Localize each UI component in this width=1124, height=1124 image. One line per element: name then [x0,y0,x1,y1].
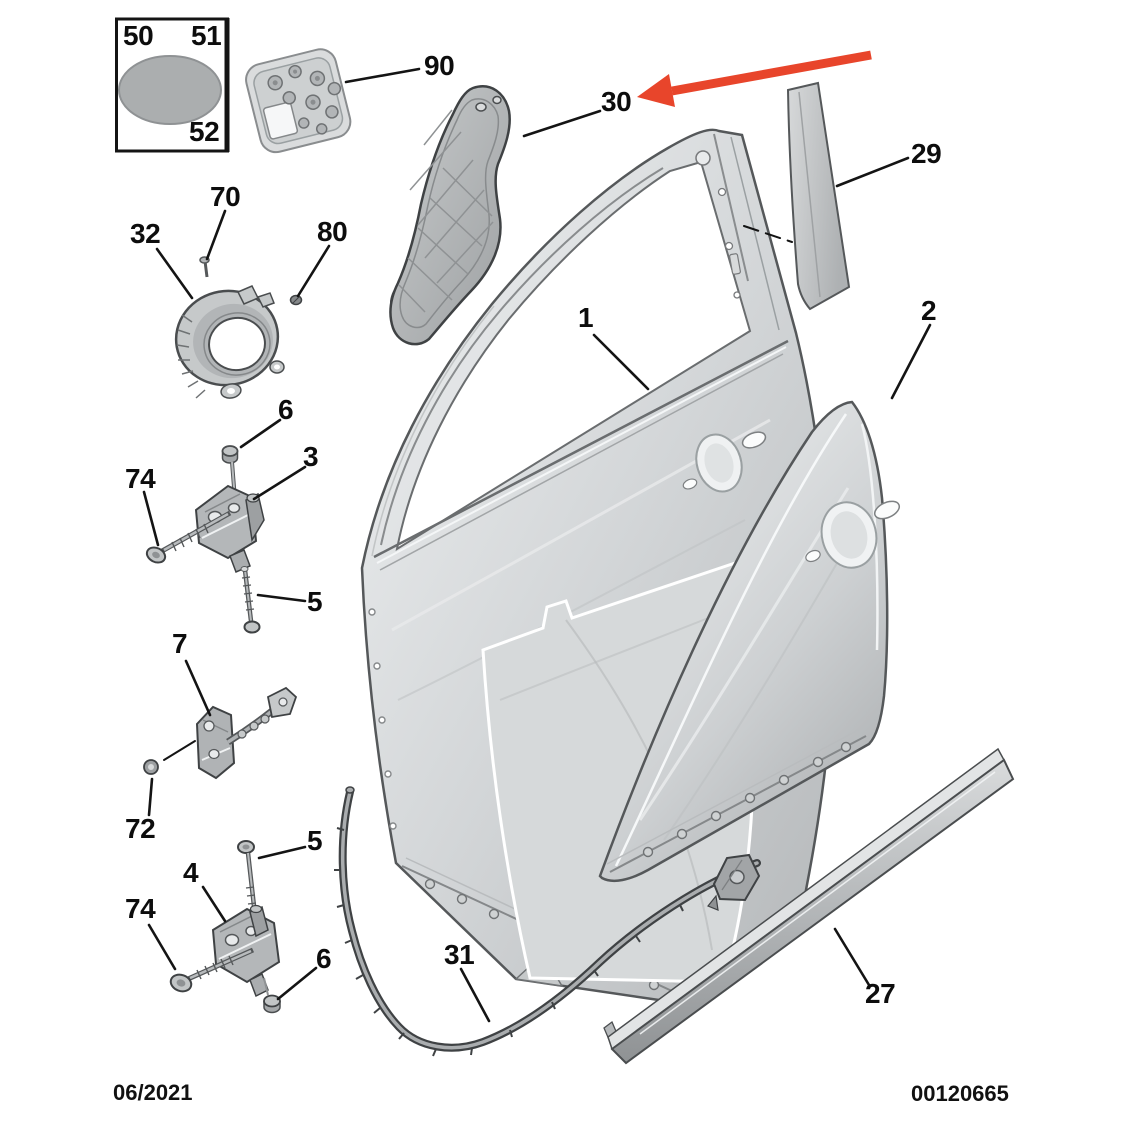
red-pointer-arrow [637,50,872,107]
diagram-document-number: 00120665 [911,1081,1009,1106]
bolt-5-upper [240,566,261,634]
bolt-74-lower [169,947,255,993]
callout-29[interactable]: 29 [911,138,942,169]
pillar-trim-29 [786,81,851,311]
callout-72[interactable]: 72 [125,813,156,844]
callout-1[interactable]: 1 [578,302,594,333]
hardware-kit-90 [245,48,352,154]
legend-box [115,17,230,153]
check-strap-catch-bracket [707,853,761,911]
legend-seal-ellipse [118,55,222,125]
callout-6-upper[interactable]: 6 [278,394,294,425]
callout-32[interactable]: 32 [130,218,161,249]
upper-hinge-3 [194,484,265,573]
speaker-ring-32 [174,285,285,399]
leader-lines [142,67,932,1023]
callout-50[interactable]: 50 [123,20,154,51]
body-molding-27 [603,747,1015,1065]
callout-74-upper[interactable]: 74 [125,463,156,494]
callout-5-lower[interactable]: 5 [307,825,323,856]
door-panel-2 [598,400,901,882]
bolt-74-upper [145,510,232,564]
callout-74-lower[interactable]: 74 [125,893,156,924]
clip-80 [289,294,303,306]
nut-6-lower [263,977,281,1014]
callout-30[interactable]: 30 [601,86,632,117]
callout-90[interactable]: 90 [424,50,455,81]
callout-7[interactable]: 7 [172,628,188,659]
watershield-30 [389,85,511,346]
callout-2[interactable]: 2 [921,295,937,326]
door-check-strap-7 [195,686,298,780]
callout-80[interactable]: 80 [317,216,348,247]
door1-handle-recess [682,431,767,493]
callout-27[interactable]: 27 [865,978,896,1009]
diagram-date: 06/2021 [113,1080,193,1105]
door2-handle-recess [805,500,901,569]
nut-72 [143,759,159,775]
callout-6-lower[interactable]: 6 [316,943,332,974]
callout-31[interactable]: 31 [444,939,475,970]
callout-51[interactable]: 51 [191,20,222,51]
callout-52[interactable]: 52 [189,116,220,147]
callout-3[interactable]: 3 [303,441,319,472]
weatherstrip-31 [334,786,761,1057]
callout-4[interactable]: 4 [183,857,199,888]
callout-70[interactable]: 70 [210,181,241,212]
callout-5-upper[interactable]: 5 [307,586,323,617]
lower-hinge-4 [211,904,281,998]
